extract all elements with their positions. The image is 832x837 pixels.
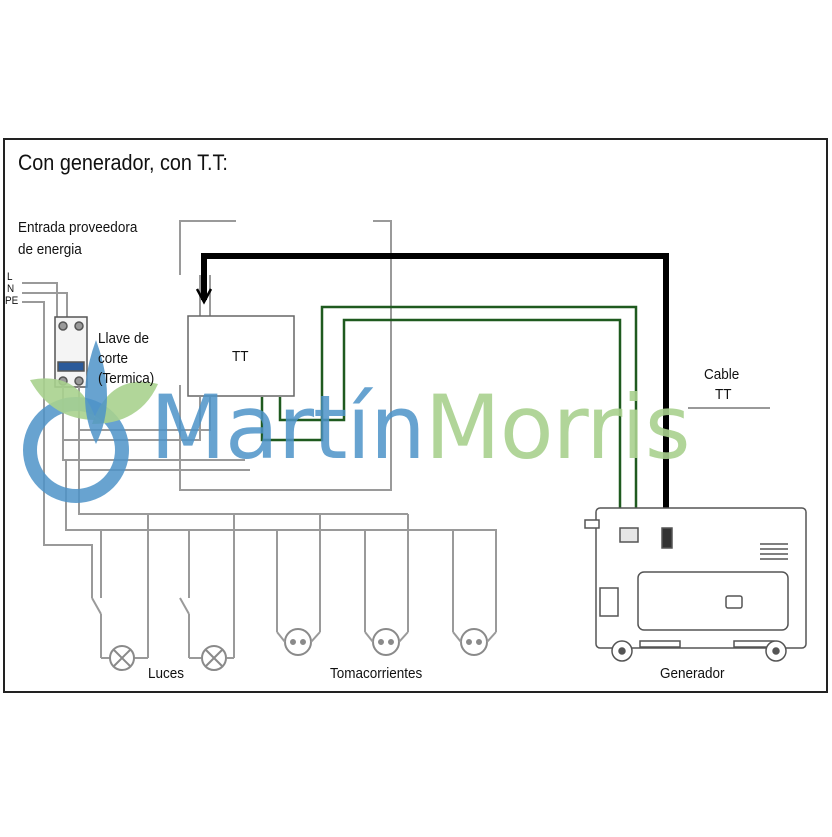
supply-lines xyxy=(22,282,93,598)
cable-label-1: Cable xyxy=(704,366,740,383)
lamp xyxy=(109,645,135,671)
luces-label: Luces xyxy=(148,665,185,682)
phase-pe-label: PE xyxy=(5,295,19,307)
llave-label-1: Llave de xyxy=(98,330,150,347)
diagram-title: Con generador, con T.T: xyxy=(18,150,228,175)
phase-l-label: L xyxy=(7,271,13,283)
entrada-label-1: Entrada proveedora xyxy=(18,219,138,236)
cable-arrow-head xyxy=(195,288,213,305)
entrada-label-2: de energia xyxy=(18,241,82,258)
cable-label-2: TT xyxy=(715,386,732,403)
llave-label-2: corte xyxy=(98,350,129,367)
tomacorrientes-label: Tomacorrientes xyxy=(330,665,423,682)
generator-green-wires xyxy=(260,305,638,545)
light-switches xyxy=(91,597,234,659)
phase-n-label: N xyxy=(7,283,15,295)
tt-cable xyxy=(201,253,669,528)
generator xyxy=(584,507,807,662)
tt-transfer-box xyxy=(187,315,295,397)
generador-label: Generador xyxy=(660,665,725,682)
tt-box-label: TT xyxy=(232,348,249,365)
llave-label-3: (Termica) xyxy=(98,370,155,387)
panel-box xyxy=(179,220,392,491)
lamp xyxy=(201,645,227,671)
